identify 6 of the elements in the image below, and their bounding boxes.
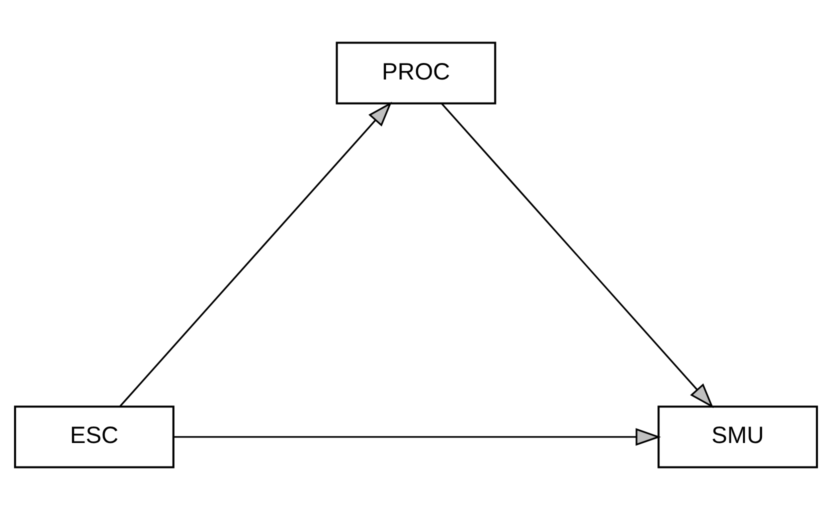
node-box: PROC — [336, 42, 496, 104]
arrow — [173, 428, 661, 446]
node-box: SMU — [658, 406, 818, 468]
arrow — [441, 103, 714, 408]
node-box: ESC — [14, 406, 174, 468]
arrow — [120, 102, 392, 407]
